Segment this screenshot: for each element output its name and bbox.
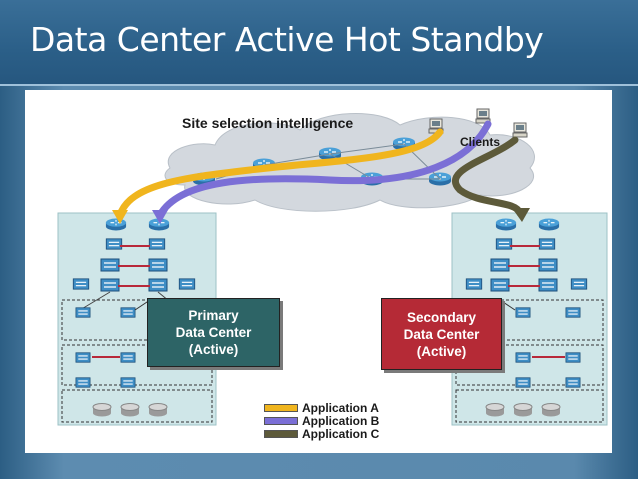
secondary-line-3: (Active) — [416, 343, 467, 359]
switch-icon — [538, 278, 558, 292]
switch-icon — [515, 377, 531, 388]
legend-item-application-b: Application B — [264, 414, 379, 428]
switch-icon — [100, 258, 120, 272]
clients-label: Clients — [460, 135, 501, 149]
router-icon — [538, 218, 560, 231]
legend-item-application-c: Application C — [264, 427, 379, 441]
cloud-label: Site selection intelligence — [182, 115, 354, 131]
flow-application-a — [116, 128, 444, 219]
secondary-data-center-box: Secondary Data Center (Active) — [381, 298, 502, 370]
switch-icon — [515, 307, 531, 318]
switch-icon — [120, 307, 136, 318]
switch-icon — [490, 258, 510, 272]
legend-swatch-c — [264, 430, 298, 438]
switch-icon — [490, 278, 510, 292]
arrow-application-b — [152, 210, 168, 224]
arrow-application-a — [112, 210, 128, 224]
router-icon — [105, 218, 127, 231]
switch-icon — [120, 352, 136, 363]
switch-icon — [570, 278, 588, 290]
server-icon — [148, 403, 168, 417]
legend-item-application-a: Application A — [264, 401, 379, 415]
legend-swatch-a — [264, 404, 298, 412]
switch-icon — [75, 352, 91, 363]
flow-application-b — [156, 120, 492, 219]
switch-icon — [565, 377, 581, 388]
legend-swatch-b — [264, 417, 298, 425]
legend-label-a: Application A — [302, 401, 379, 415]
switch-icon — [148, 238, 166, 250]
primary-line-1: Primary — [188, 308, 239, 323]
switch-icon — [565, 352, 581, 363]
switch-icon — [100, 278, 120, 292]
secondary-line-2: Data Center — [403, 326, 480, 342]
server-icon — [120, 403, 140, 417]
switch-icon — [148, 278, 168, 292]
switch-icon — [538, 238, 556, 250]
switch-icon — [538, 258, 558, 272]
title-bar: Data Center Active Hot Standby — [0, 0, 638, 86]
server-icon — [92, 403, 112, 417]
switch-icon — [465, 278, 483, 290]
primary-line-2: Data Center — [175, 325, 252, 340]
flow-application-c — [452, 136, 524, 217]
switch-icon — [148, 258, 168, 272]
secondary-line-1: Secondary — [406, 309, 477, 325]
switch-icon — [178, 278, 196, 290]
switch-icon — [75, 377, 91, 388]
primary-data-center-box: Primary Data Center (Active) — [147, 298, 280, 367]
switch-icon — [565, 307, 581, 318]
server-icon — [485, 403, 505, 417]
arrow-application-c — [512, 208, 530, 222]
switch-icon — [495, 238, 513, 250]
client-pc-icon — [512, 122, 528, 138]
server-icon — [513, 403, 533, 417]
switch-icon — [515, 352, 531, 363]
router-icon — [495, 218, 517, 231]
primary-line-3: (Active) — [188, 342, 239, 357]
switch-icon — [105, 238, 123, 250]
legend-label-b: Application B — [302, 414, 380, 428]
switch-icon — [120, 377, 136, 388]
application-flows — [112, 120, 530, 224]
legend-label-c: Application C — [302, 427, 380, 441]
switch-icon — [75, 307, 91, 318]
switch-icon — [72, 278, 90, 290]
server-icon — [541, 403, 561, 417]
slide-title: Data Center Active Hot Standby — [30, 20, 544, 59]
